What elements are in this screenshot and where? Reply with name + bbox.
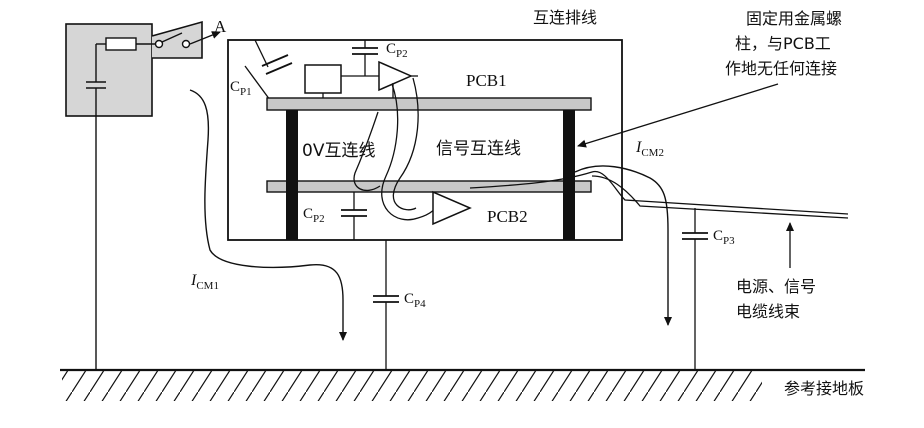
cp4-label: CP4 bbox=[404, 291, 426, 310]
harness-label-line2: 电缆线束 bbox=[736, 302, 800, 321]
interconnect-cable-label: 互连排线 bbox=[533, 8, 597, 27]
metal-standoff-right bbox=[563, 110, 575, 240]
pcb2-label: PCB2 bbox=[487, 207, 528, 226]
zero-v-interconnect-wire bbox=[353, 111, 381, 191]
signal-interconnect-wire-2 bbox=[392, 77, 419, 211]
chip-icon bbox=[304, 64, 342, 94]
ground-plane bbox=[60, 368, 865, 401]
cp2-bottom-label: CP2 bbox=[303, 206, 325, 225]
mounting-note-line2: 柱，与PCB工 bbox=[735, 34, 831, 53]
icm2-label: ICM2 bbox=[635, 139, 664, 159]
ground-plane-label: 参考接地板 bbox=[784, 379, 864, 398]
cp1-capacitor bbox=[244, 39, 293, 101]
signal-interconnect-label: 信号互连线 bbox=[436, 139, 521, 159]
amplifier-2-icon bbox=[432, 190, 472, 226]
metal-standoff-left bbox=[286, 110, 298, 240]
signal-arrow-a bbox=[189, 31, 221, 45]
zero-v-interconnect-label: 0V互连线 bbox=[302, 141, 375, 161]
icm2-current-arrow bbox=[574, 165, 672, 326]
amplifier-icon bbox=[378, 60, 413, 92]
note-pointer-arrow bbox=[577, 83, 779, 148]
cable-harness-wire bbox=[469, 170, 849, 215]
signal-interconnect-wire bbox=[381, 83, 439, 221]
pcb1-components bbox=[304, 40, 418, 98]
source-device bbox=[65, 20, 203, 370]
icm1-label: ICM1 bbox=[190, 272, 219, 292]
enclosure-box bbox=[227, 39, 623, 241]
cable-harness-wire-2 bbox=[591, 175, 849, 219]
pcb1-board bbox=[266, 97, 592, 111]
switch-icon bbox=[161, 32, 183, 43]
mounting-note-line1: 固定用金属螺 bbox=[746, 9, 842, 28]
node-a-label: A bbox=[214, 17, 227, 36]
pcb2-board bbox=[266, 180, 592, 193]
icm1-current-arrow bbox=[189, 89, 347, 341]
cp3-capacitor bbox=[682, 208, 708, 370]
cp1-label: CP1 bbox=[230, 79, 252, 98]
cp2-top-label: CP2 bbox=[386, 41, 408, 60]
pcb2-components bbox=[341, 190, 472, 240]
cp4-capacitor bbox=[373, 240, 399, 370]
harness-label-line1: 电源、信号 bbox=[736, 277, 816, 296]
mounting-note-line3: 作地无任何连接 bbox=[725, 59, 837, 78]
pcb1-label: PCB1 bbox=[466, 71, 507, 90]
cp3-label: CP3 bbox=[713, 228, 735, 247]
resistor-icon bbox=[105, 37, 137, 51]
